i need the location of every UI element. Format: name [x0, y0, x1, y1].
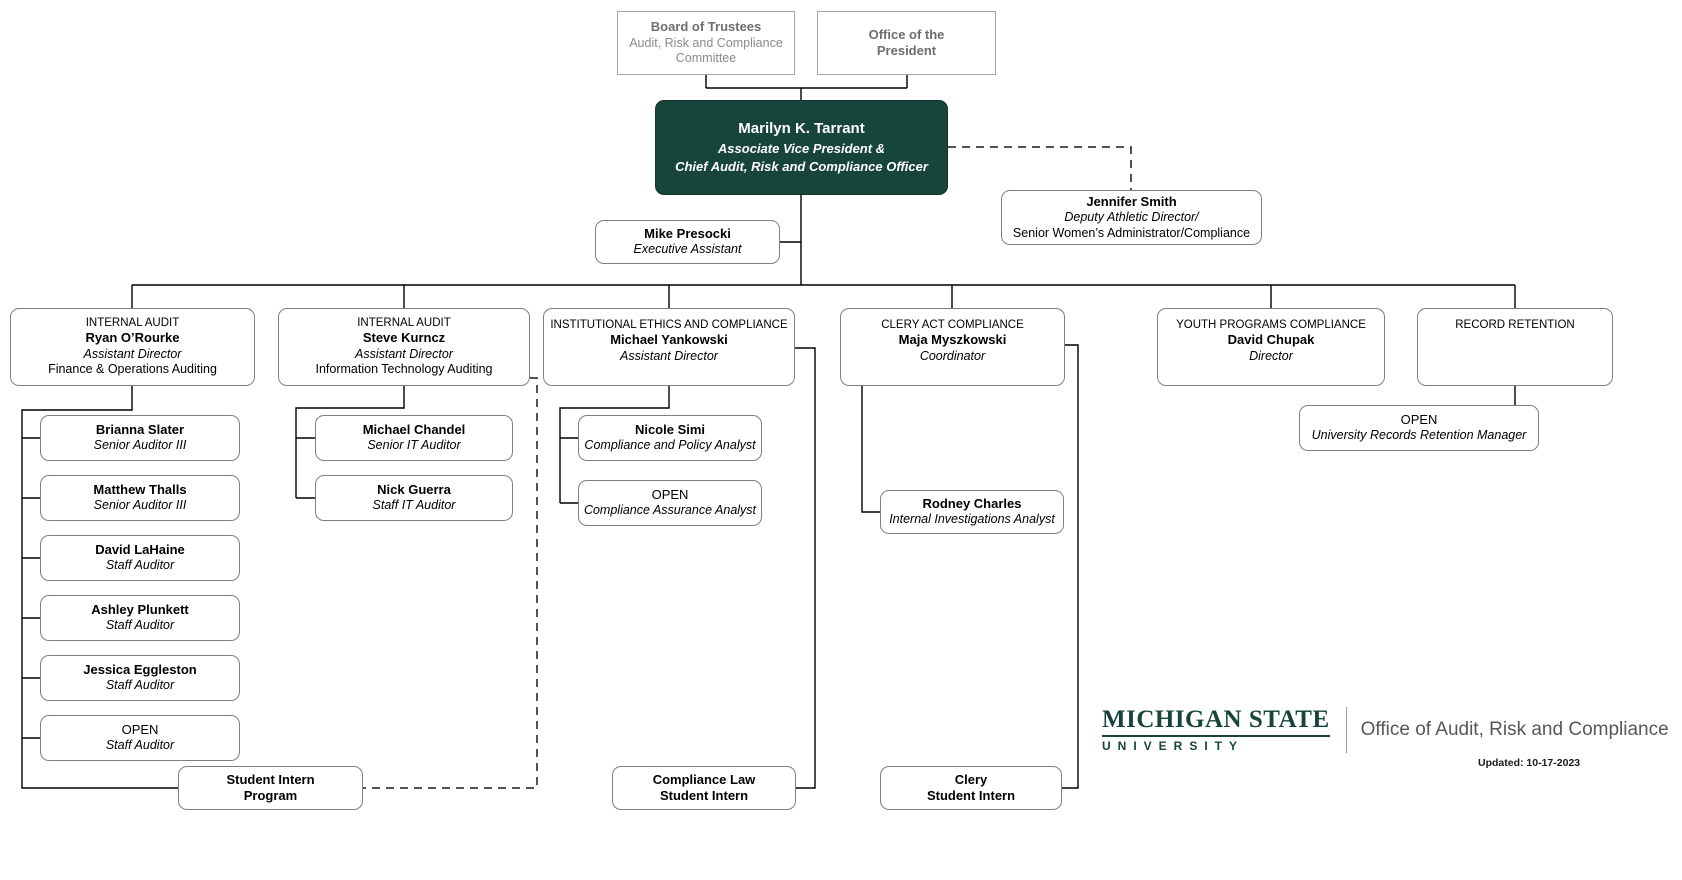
- staff-name: Nicole Simi: [634, 422, 706, 438]
- staff-name: Brianna Slater: [95, 422, 185, 438]
- dept-label: INTERNAL AUDIT: [357, 317, 451, 330]
- clery-intern-box: Clery Student Intern: [880, 766, 1062, 810]
- executive-assistant-box: Mike Presocki Executive Assistant: [595, 220, 780, 264]
- staff-name: Rodney Charles: [922, 496, 1022, 512]
- dept-head-name: David Chupak: [1227, 332, 1315, 348]
- dept-label: RECORD RETENTION: [1455, 319, 1575, 331]
- board-line1: Board of Trustees: [650, 19, 762, 35]
- staff-box: Rodney Charles Internal Investigations A…: [880, 490, 1064, 534]
- staff-title: Staff Auditor: [105, 558, 175, 573]
- dept-ethics-compliance-box: INSTITUTIONAL ETHICS AND COMPLIANCE Mich…: [543, 308, 795, 386]
- dept-internal-audit-finance-box: INTERNAL AUDIT Ryan O’Rourke Assistant D…: [10, 308, 255, 386]
- dept-head-title: Assistant Director: [355, 346, 453, 361]
- compliance-law-intern-box: Compliance Law Student Intern: [612, 766, 796, 810]
- dept-head-name: Steve Kurncz: [362, 330, 446, 346]
- staff-box: Matthew Thalls Senior Auditor III: [40, 475, 240, 521]
- staff-title: Compliance Assurance Analyst: [583, 503, 757, 518]
- staff-name: OPEN: [1400, 412, 1438, 428]
- intern-line2: Student Intern: [926, 788, 1016, 803]
- leader-title-2: Chief Audit, Risk and Compliance Officer: [675, 158, 928, 174]
- board-line2: Audit, Risk and Compliance: [629, 35, 783, 50]
- updated-date: Updated: 10-17-2023: [1478, 757, 1581, 769]
- office-of-president-box: Office of the President: [817, 11, 996, 75]
- dept-label: INTERNAL AUDIT: [85, 317, 180, 330]
- dashed-connectors: [363, 146, 1132, 789]
- staff-title: Staff Auditor: [105, 678, 175, 693]
- dotted-report-title-1: Deputy Athletic Director/: [1064, 210, 1199, 224]
- board-of-trustees-box: Board of Trustees Audit, Risk and Compli…: [617, 11, 795, 75]
- staff-name: OPEN: [121, 722, 159, 738]
- dept-label: YOUTH PROGRAMS COMPLIANCE: [1176, 319, 1366, 331]
- msu-logo-university: UNIVERSITY: [1102, 739, 1245, 753]
- staff-name: David LaHaine: [95, 542, 185, 558]
- staff-title: Compliance and Policy Analyst: [584, 438, 756, 453]
- intern-line1: Clery: [954, 771, 988, 787]
- staff-box: David LaHaine Staff Auditor: [40, 535, 240, 581]
- staff-title: Staff Auditor: [105, 738, 175, 753]
- staff-title: Senior IT Auditor: [367, 438, 461, 453]
- dotted-report-name: Jennifer Smith: [1086, 193, 1177, 209]
- staff-box: Michael Chandel Senior IT Auditor: [315, 415, 513, 461]
- staff-box-open: OPEN Compliance Assurance Analyst: [578, 480, 762, 526]
- dept-subtitle: Finance & Operations Auditing: [48, 362, 217, 377]
- staff-title: Senior Auditor III: [93, 498, 187, 513]
- staff-title: University Records Retention Manager: [1311, 428, 1527, 443]
- president-line1: Office of the: [868, 26, 945, 42]
- dept-head-name: Michael Yankowski: [610, 332, 728, 348]
- dept-subtitle: Information Technology Auditing: [315, 362, 493, 377]
- dept-head-title: Assistant Director: [620, 348, 718, 363]
- intern-line2: Program: [243, 788, 298, 803]
- msu-logo-wordmark: MICHIGAN STATE: [1102, 706, 1330, 737]
- dept-label: INSTITUTIONAL ETHICS AND COMPLIANCE: [550, 319, 788, 331]
- staff-name: Jessica Eggleston: [83, 662, 197, 678]
- dept-head-title: Assistant Director: [83, 346, 182, 361]
- dept-label: CLERY ACT COMPLIANCE: [881, 319, 1024, 331]
- intern-line1: Student Intern: [226, 771, 315, 787]
- student-intern-program-box: Student Intern Program: [178, 766, 363, 810]
- intern-line2: Student Intern: [659, 788, 749, 803]
- staff-name: Nick Guerra: [377, 482, 451, 498]
- staff-box-open: OPEN University Records Retention Manage…: [1299, 405, 1539, 451]
- staff-name: Ashley Plunkett: [91, 602, 189, 618]
- president-line2: President: [876, 43, 937, 58]
- staff-box: Jessica Eggleston Staff Auditor: [40, 655, 240, 701]
- staff-box: Brianna Slater Senior Auditor III: [40, 415, 240, 461]
- dotted-report-title-2: Senior Women’s Administrator/Compliance: [1012, 225, 1251, 240]
- footer-divider: [1345, 706, 1347, 753]
- staff-name: Matthew Thalls: [93, 482, 187, 498]
- assistant-name: Mike Presocki: [644, 226, 731, 242]
- staff-name: Michael Chandel: [362, 422, 466, 438]
- dept-head-name: Ryan O’Rourke: [85, 330, 180, 346]
- dept-record-retention-box: RECORD RETENTION: [1417, 308, 1613, 386]
- intern-line1: Compliance Law: [652, 771, 756, 787]
- staff-box: Nicole Simi Compliance and Policy Analys…: [578, 415, 762, 461]
- chief-audit-officer-box: Marilyn K. Tarrant Associate Vice Presid…: [655, 100, 948, 195]
- dept-clery-act-box: CLERY ACT COMPLIANCE Maja Myszkowski Coo…: [840, 308, 1065, 386]
- dept-head-name: Maja Myszkowski: [898, 332, 1007, 348]
- dotted-report-box: Jennifer Smith Deputy Athletic Director/…: [1001, 190, 1262, 245]
- staff-name: OPEN: [651, 487, 689, 503]
- assistant-title: Executive Assistant: [633, 242, 742, 257]
- staff-box: Nick Guerra Staff IT Auditor: [315, 475, 513, 521]
- msu-logo: MICHIGAN STATE UNIVERSITY: [1102, 706, 1330, 753]
- staff-title: Staff Auditor: [105, 618, 175, 633]
- dept-head-title: Director: [1249, 348, 1293, 363]
- solid-connectors: [21, 75, 1516, 789]
- leader-name: Marilyn K. Tarrant: [738, 119, 865, 137]
- board-line3: Committee: [675, 51, 737, 66]
- dept-internal-audit-it-box: INTERNAL AUDIT Steve Kurncz Assistant Di…: [278, 308, 530, 386]
- staff-box-open: OPEN Staff Auditor: [40, 715, 240, 761]
- staff-title: Internal Investigations Analyst: [889, 512, 1055, 527]
- staff-box: Ashley Plunkett Staff Auditor: [40, 595, 240, 641]
- staff-title: Staff IT Auditor: [372, 498, 456, 513]
- staff-title: Senior Auditor III: [93, 438, 187, 453]
- footer-branding: MICHIGAN STATE UNIVERSITY Office of Audi…: [1102, 706, 1669, 753]
- dept-youth-programs-box: YOUTH PROGRAMS COMPLIANCE David Chupak D…: [1157, 308, 1385, 386]
- dept-head-title: Coordinator: [919, 348, 986, 363]
- leader-title-1: Associate Vice President &: [717, 140, 886, 156]
- office-name: Office of Audit, Risk and Compliance: [1360, 718, 1669, 740]
